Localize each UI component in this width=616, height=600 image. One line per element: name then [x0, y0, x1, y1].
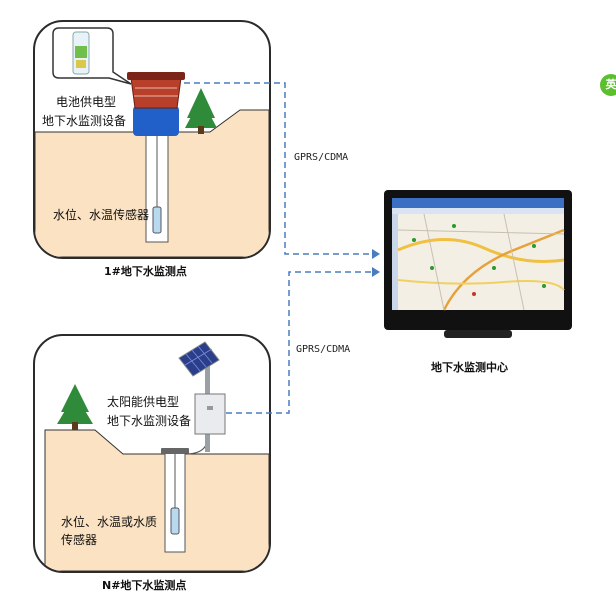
- ground-soil: [44, 429, 269, 571]
- link-station-n: [226, 271, 372, 414]
- tree-icon: [185, 88, 217, 134]
- station-n-panel: 太阳能供电型 地下水监测设备 水位、水温或水质 传感器: [33, 334, 271, 573]
- equipment-box: [194, 393, 226, 435]
- device-label-line1: 太阳能供电型: [107, 395, 180, 409]
- link-label-station-1: GPRS/CDMA: [294, 152, 349, 163]
- link-station-1: [184, 82, 372, 255]
- monitor-screen: [392, 198, 564, 310]
- arrow-head-1: [372, 249, 380, 259]
- sensor-label-line2: 传感器: [61, 533, 98, 547]
- device-label-line2: 地下水监测设备: [42, 114, 127, 128]
- sensor-label: 水位、水温传感器: [53, 208, 150, 222]
- device-base: [133, 106, 179, 136]
- link-label-station-n: GPRS/CDMA: [296, 344, 351, 355]
- map-roads: [397, 213, 565, 311]
- arrow-head-n: [372, 267, 380, 277]
- station-n-scene: [44, 341, 269, 571]
- station-n-caption: N#地下水监测点: [102, 579, 187, 592]
- device-label-line1: 电池供电型: [56, 95, 117, 109]
- station-1-panel: 电池供电型 地下水监测设备 水位、水温传感器: [33, 20, 271, 259]
- monitoring-center-caption: 地下水监测中心: [431, 361, 508, 374]
- monitor-stand: [444, 330, 512, 338]
- station-1-caption: 1#地下水监测点: [104, 265, 187, 278]
- solar-panel-icon: [178, 341, 220, 377]
- sensor-label-line1: 水位、水温或水质: [61, 515, 158, 529]
- language-badge[interactable]: 英: [600, 74, 616, 96]
- tree-icon: [57, 384, 93, 430]
- station-1-scene: [35, 27, 269, 257]
- device-label-line2: 地下水监测设备: [107, 414, 192, 428]
- monitor: [384, 190, 572, 338]
- map-markers: [412, 224, 546, 296]
